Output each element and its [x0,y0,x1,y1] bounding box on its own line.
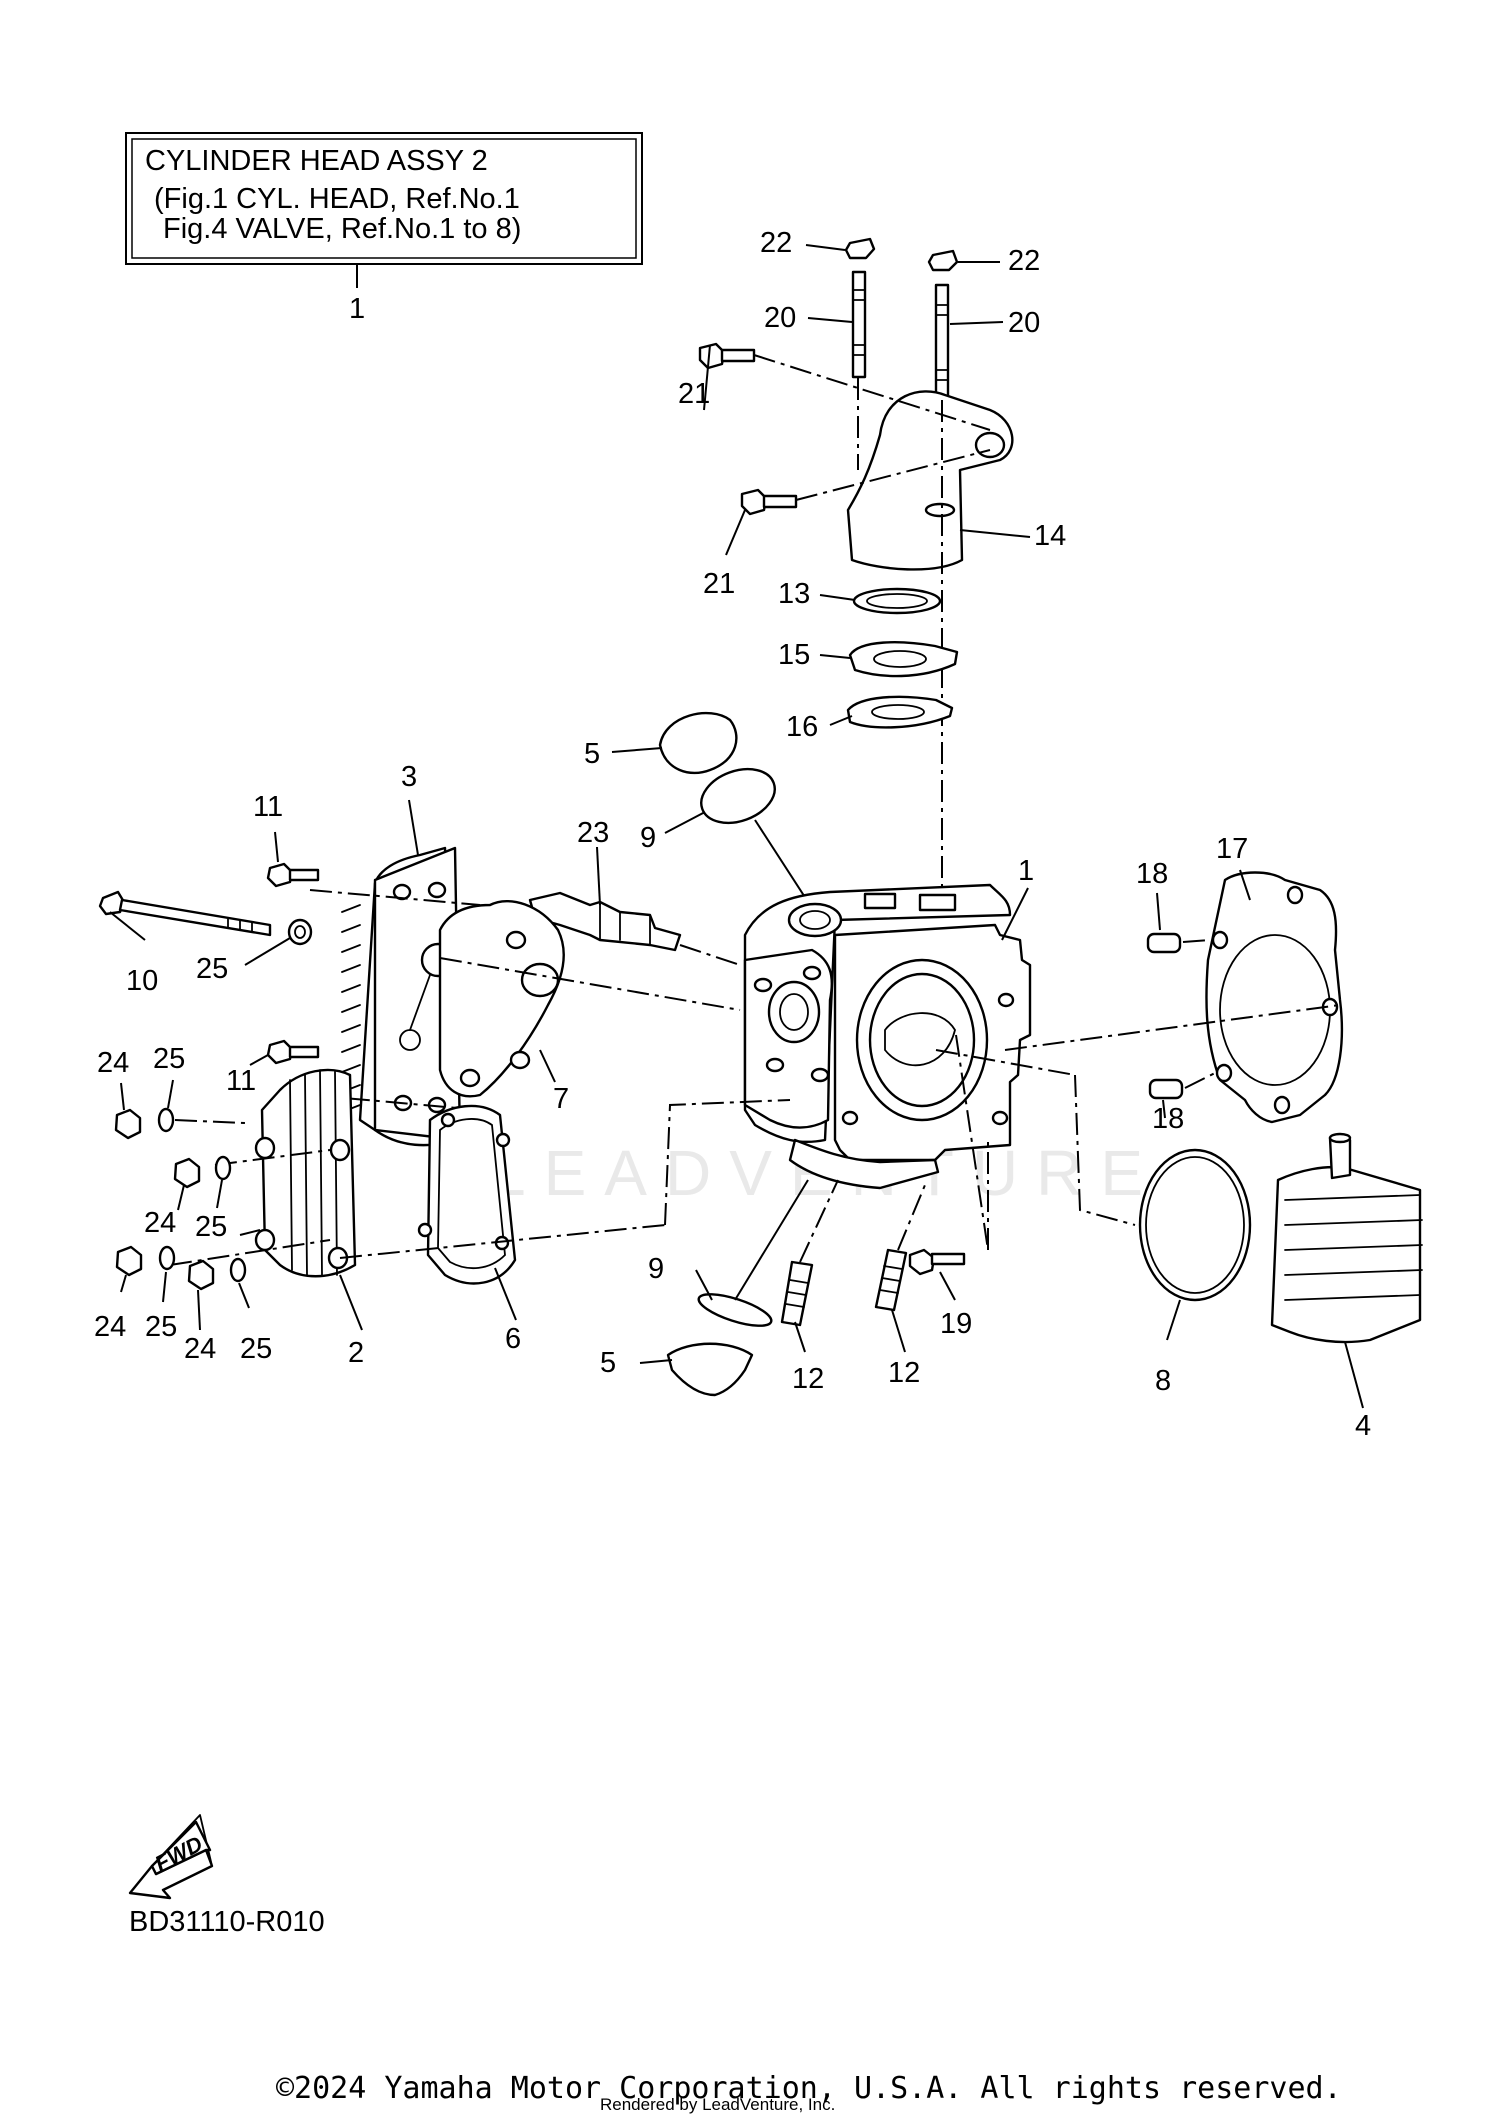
dowel-18-top [1146,932,1182,954]
callout-25: 25 [196,953,228,985]
nut-22-right [927,249,959,272]
callout-21: 21 [703,568,735,600]
callout-6: 6 [505,1323,521,1355]
head-gasket-group [1138,1132,1423,1344]
callout-20: 20 [1008,307,1040,339]
callout-24: 24 [184,1333,216,1365]
dowel-18-bottom [1148,1078,1184,1100]
cylinder-head [743,883,1136,1251]
callout-22: 22 [760,227,792,259]
tappet-cap-5-upper [658,712,738,775]
callout-14: 14 [1034,520,1066,552]
callout-25: 25 [145,1311,177,1343]
callout-5: 5 [600,1347,616,1379]
callout-9: 9 [648,1253,664,1285]
callout-25: 25 [240,1333,272,1365]
head-cover-4 [1270,1165,1422,1344]
diagram-code: BD31110-R010 [129,1906,325,1938]
gasket-17 [1205,871,1344,1124]
callout-11: 11 [253,791,283,823]
side-cover-group [114,1068,791,1291]
callout-12: 12 [888,1357,920,1389]
tappet-cap-5-lower [666,1342,754,1397]
callout-17: 17 [1216,833,1248,865]
callout-15: 15 [778,639,810,671]
callout-13: 13 [778,578,810,610]
spark-plug [528,891,741,966]
callout-16: 16 [786,711,818,743]
callout-10: 10 [126,965,158,997]
lower-parts [666,1140,989,1397]
callout-4: 4 [1355,1410,1371,1442]
callout-1: 1 [1018,855,1034,887]
callout-24: 24 [94,1311,126,1343]
o-ring-9-upper [700,767,776,825]
callout-5: 5 [584,738,600,770]
title-line-3: Fig.4 VALVE, Ref.No.1 to 8) [163,213,521,245]
washer-25-d [229,1257,247,1283]
washer-25-a [157,1107,175,1133]
nut-24-b [173,1157,201,1189]
callout-21: 21 [678,378,710,410]
callout-8: 8 [1155,1365,1171,1397]
manifold-gaskets [846,587,959,729]
upper-cap-group [658,712,811,906]
washer-25-top [287,918,313,946]
nut-22-left [844,237,876,260]
manifold-group [698,237,1014,905]
callout-25: 25 [153,1043,185,1075]
callout-18: 18 [1136,858,1168,890]
callout-20: 20 [764,302,796,334]
gasket-6 [426,1104,517,1285]
callout-24: 24 [97,1047,129,1079]
bolt-21-lower-head [740,488,768,516]
gasket-16 [846,695,954,729]
o-ring-8 [1138,1148,1252,1302]
stud-20-right [934,283,950,402]
callout-9: 9 [640,822,656,854]
copyright-notice: ©2024 Yamaha Motor Corporation, U.S.A. A… [276,2071,1342,2106]
title-box: CYLINDER HEAD ASSY 2 (Fig.1 CYL. HEAD, R… [125,132,643,325]
nut-24-c [115,1245,143,1277]
washer-25-c [158,1245,176,1271]
callout-11: 11 [226,1065,256,1097]
nut-24-d [187,1259,215,1291]
cylinder-gasket-group [1004,871,1344,1124]
washer-25-b [214,1155,232,1181]
o-ring-9-lower [697,1293,773,1327]
bolt-21-upper-head [698,342,726,370]
stud-20-left [851,270,867,379]
side-cover-2 [260,1068,357,1278]
spark-plug-body [528,891,682,952]
callout-22: 22 [1008,245,1040,277]
leader-lines [109,244,1364,1409]
callout-19: 19 [940,1308,972,1340]
o-ring-13 [852,587,942,615]
callout-25: 25 [195,1211,227,1243]
callout-7: 7 [553,1083,569,1115]
callout-18: 18 [1152,1103,1184,1135]
bolt-10 [98,890,126,916]
intake-manifold [846,390,1014,571]
rendered-by: Rendered by LeadVenture, Inc. [600,2095,835,2114]
insulator-15 [848,641,959,678]
gasket-7 [438,900,565,1098]
bolt-19 [908,1248,936,1276]
fwd-arrow: FWD [128,1814,214,1900]
title-line-2: (Fig.1 CYL. HEAD, Ref.No.1 [154,183,520,215]
title-box-ref: 1 [349,293,365,325]
callout-3: 3 [401,761,417,793]
callout-2: 2 [348,1337,364,1369]
callout-labels: 22 22 20 20 21 21 14 13 15 16 5 9 23 3 1… [94,227,1371,1442]
tappet-cover-group [98,846,741,1147]
callout-23: 23 [577,817,609,849]
callout-24: 24 [144,1207,176,1239]
title-line-1: CYLINDER HEAD ASSY 2 [145,145,488,177]
nut-24-a [114,1108,142,1140]
callout-12: 12 [792,1363,824,1395]
